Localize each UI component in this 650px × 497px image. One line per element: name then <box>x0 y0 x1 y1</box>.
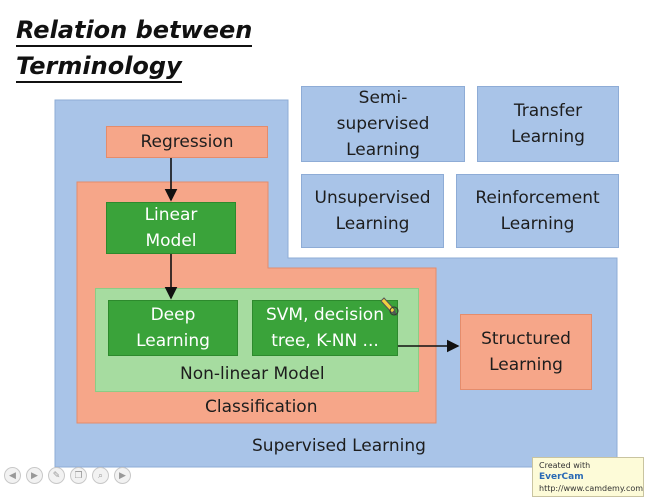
prev-icon[interactable]: ◀ <box>4 467 21 484</box>
semi-supervised-learning-box: Semi-supervised Learning <box>301 86 465 162</box>
reinforcement-learning-box: Reinforcement Learning <box>456 174 619 248</box>
watermark-line-1: Created with EverCam <box>539 461 591 482</box>
play-icon[interactable]: ▶ <box>26 467 43 484</box>
linear-model-box: Linear Model <box>106 202 236 254</box>
structured-learning-box: Structured Learning <box>460 314 592 390</box>
next-icon[interactable]: ▶ <box>114 467 131 484</box>
deep-learning-box: Deep Learning <box>108 300 238 356</box>
regression-box: Regression <box>106 126 268 158</box>
transfer-learning-box: Transfer Learning <box>477 86 619 162</box>
unsupervised-learning-box: Unsupervised Learning <box>301 174 444 248</box>
classification-label: Classification <box>205 397 318 417</box>
supervised-learning-label: Supervised Learning <box>252 436 426 456</box>
title-line-2: Terminology <box>16 52 182 83</box>
copy-icon[interactable]: ❐ <box>70 467 87 484</box>
evercam-watermark: Created with EverCam http://www.camdemy.… <box>532 457 644 497</box>
watermark-url: http://www.camdemy.com <box>539 484 644 493</box>
zoom-icon[interactable]: ⌕ <box>92 467 109 484</box>
svm-decision-tree-knn-box: SVM, decision tree, K-NN ... <box>252 300 398 356</box>
title-line-1: Relation between <box>16 16 253 47</box>
non-linear-model-label: Non-linear Model <box>180 364 325 384</box>
pen-icon[interactable]: ✎ <box>48 467 65 484</box>
pen-cursor-icon <box>380 297 399 316</box>
player-controls: ◀ ▶ ✎ ❐ ⌕ ▶ <box>4 467 131 484</box>
